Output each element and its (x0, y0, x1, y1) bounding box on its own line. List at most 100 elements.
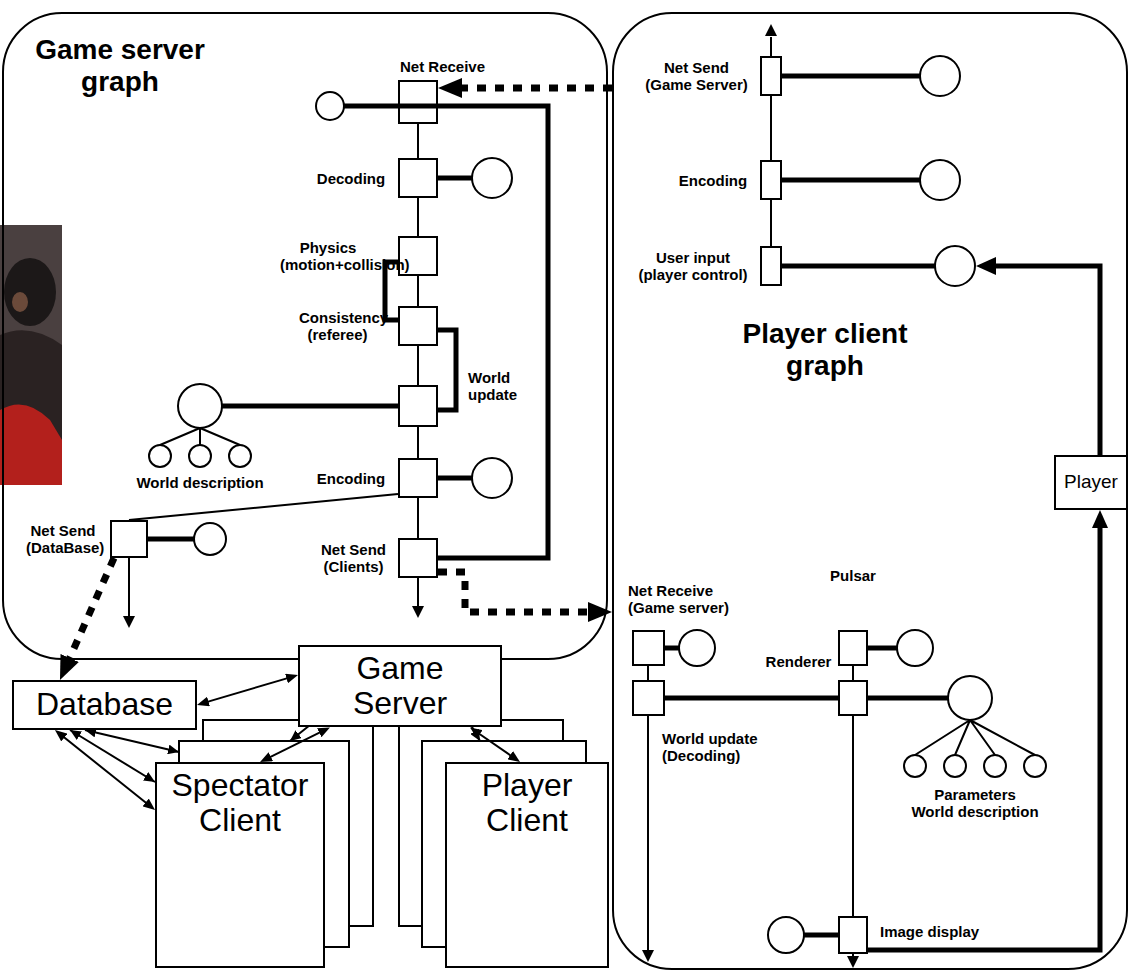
tree-line (160, 428, 240, 445)
flow-connector (417, 124, 419, 158)
shared-link (438, 176, 472, 181)
graph-title: Player client graph (724, 318, 926, 382)
flow-connector (417, 346, 419, 385)
flow-heads (123, 24, 859, 968)
filter-node: User input (player control) (760, 246, 782, 286)
filter-label: Physics (motion+collision) (280, 239, 376, 273)
shared-link (665, 646, 679, 651)
state-circle (768, 917, 804, 953)
state-circle (189, 445, 211, 467)
state-circle (194, 523, 226, 555)
note-label: Parameters World description (911, 786, 1039, 820)
flow-connector (770, 200, 772, 246)
filter-node: Decoding (398, 158, 438, 198)
filter-node: Pulsar (838, 630, 868, 666)
shared-link (782, 178, 920, 183)
shared-link (782, 264, 935, 269)
flow-connector (647, 666, 649, 680)
graph-region: Game server graphNet ReceiveDecodingPhys… (2, 12, 608, 660)
flow-connector (267, 731, 324, 759)
state-circle (679, 630, 715, 666)
state-circle (229, 445, 251, 467)
state-circle (984, 755, 1006, 777)
filter-label: Image display (880, 923, 981, 940)
filter-label: World update (468, 369, 516, 403)
box-label: Database (36, 687, 173, 722)
filter-node: Net Receive (Game server) (632, 630, 665, 666)
arrow-head (123, 616, 135, 628)
filter-label: Net Send (Clients) (321, 541, 386, 575)
shared-link (222, 404, 398, 409)
box-label: Player (1064, 472, 1118, 493)
shared-link (438, 476, 472, 481)
filter-label: Encoding (316, 470, 386, 487)
filter-node: Net Send (Game Server) (760, 56, 782, 96)
component-box: Player (1054, 455, 1128, 510)
filter-label: Net Send (Game Server) (645, 59, 748, 93)
state-circle (920, 56, 960, 96)
arrow-head (976, 257, 996, 275)
state-circle (904, 755, 926, 777)
flow-line (770, 37, 772, 56)
filter-node: World update (398, 385, 438, 427)
filter-node: Encoding (398, 458, 438, 498)
flow-connector (204, 677, 291, 703)
component-box: Game Server (298, 645, 502, 727)
shared-link (148, 537, 194, 542)
flow-connector (476, 732, 514, 758)
filter-label: Pulsar (830, 567, 877, 584)
photo (0, 225, 62, 485)
filter-label: Net Send (DataBase) (26, 522, 100, 556)
link-arrow (70, 730, 155, 782)
state-circle (178, 384, 222, 428)
photo-ground (0, 225, 62, 485)
filter-node: Net Receive (398, 80, 438, 124)
filter-label: User input (player control) (638, 249, 748, 283)
shared-link (804, 933, 838, 938)
filter-node: Physics (motion+collision) (398, 236, 438, 276)
filter-node: Net Send (Clients) (398, 538, 438, 578)
box-label: Spectator Client (163, 768, 317, 838)
graph-region: Player client graph Net Send (Game Server… (612, 12, 1128, 970)
flow-connector (417, 276, 419, 306)
flow-connector (417, 498, 419, 538)
state-circle (935, 246, 975, 286)
state-circle (472, 158, 512, 198)
network-arrow (438, 572, 598, 612)
flow-connector (770, 96, 772, 160)
graph-title: Game server graph (19, 34, 221, 98)
component-box: Database (12, 680, 197, 730)
state-circle (944, 755, 966, 777)
component-box: Player Client (445, 762, 609, 968)
filter-node: Encoding (760, 160, 782, 200)
flow-line (128, 558, 130, 617)
flow-connector (852, 716, 854, 916)
arrow-head (847, 956, 859, 968)
shared-connector (385, 262, 398, 320)
flow-connector (417, 198, 419, 236)
filter-label: World update (Decoding) (662, 730, 758, 764)
network-arrow (66, 558, 114, 667)
arrow-head (642, 950, 654, 962)
state-circle (316, 92, 344, 120)
filter-node: Renderer (838, 680, 868, 716)
network-arrow (452, 85, 612, 92)
state-circle (149, 445, 171, 467)
filter-node: Consistency (referee) (398, 306, 438, 346)
shared-connector (868, 521, 1100, 950)
filter-node: World update (Decoding) (632, 680, 665, 716)
flow-connector (129, 494, 398, 520)
filter-label: Encoding (678, 172, 748, 189)
photo-head (4, 258, 56, 326)
player-input-arrow (996, 266, 1100, 455)
photo-shirt (0, 404, 62, 485)
flow-line (417, 578, 419, 607)
shared-link (782, 74, 920, 79)
filter-label: Renderer (765, 653, 832, 670)
arrow-head (412, 606, 424, 618)
shared-connector (665, 696, 838, 701)
flow-line (647, 716, 649, 951)
shared-link (868, 646, 897, 651)
arrow-head (765, 24, 777, 36)
